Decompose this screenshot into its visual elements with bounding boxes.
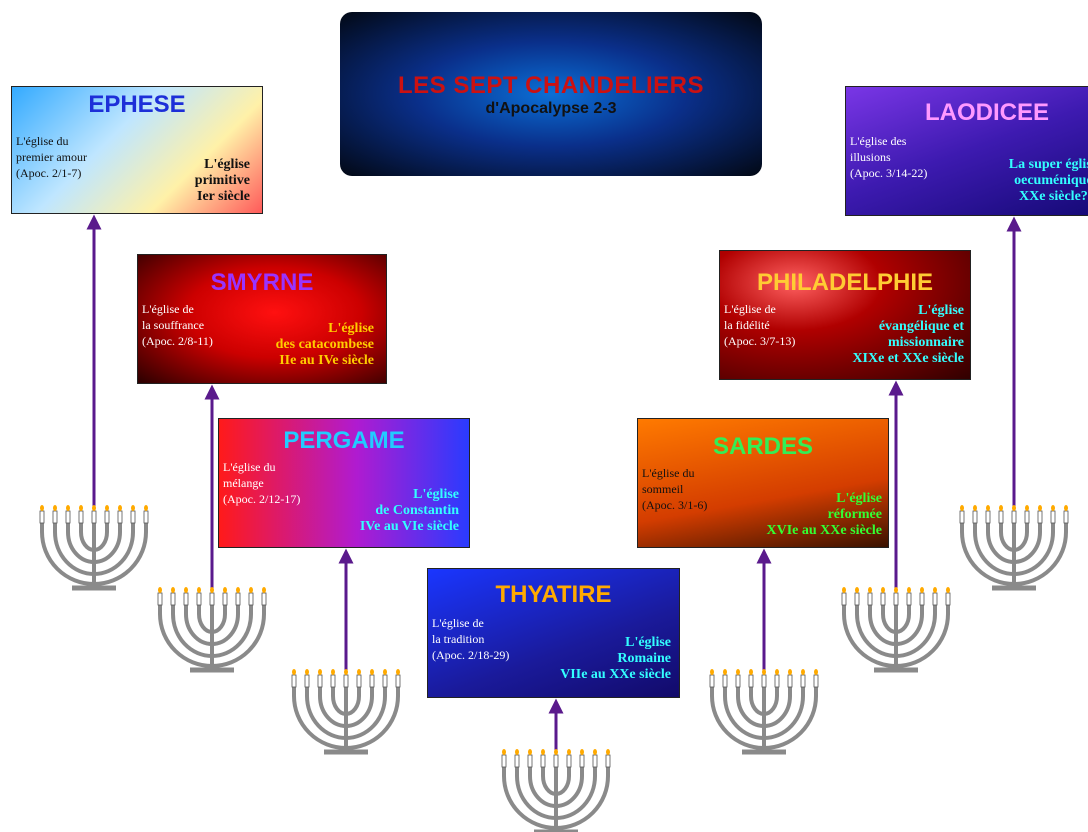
church-era: L'église évangélique et missionnaire XIX…	[852, 303, 964, 366]
title-box: LES SEPT CHANDELIERS d'Apocalypse 2-3	[340, 12, 762, 176]
church-box-sardes: SARDES L'église du sommeil (Apoc. 3/1-6)…	[637, 418, 889, 548]
diagram-subtitle: d'Apocalypse 2-3	[485, 100, 617, 117]
church-era: L'église des catacombese IIe au IVe sièc…	[275, 321, 374, 368]
church-description: L'église du sommeil (Apoc. 3/1-6)	[642, 466, 708, 512]
church-name: EPHESE	[88, 91, 186, 118]
church-era: L'église Romaine VIIe au XXe siècle	[560, 635, 671, 682]
diagram-title: LES SEPT CHANDELIERS	[397, 72, 705, 99]
menorah-icon-pergame	[292, 669, 400, 752]
church-description: L'église des illusions (Apoc. 3/14-22)	[850, 134, 928, 180]
menorah-icon-thyatire	[502, 749, 610, 832]
church-name: PHILADELPHIE	[756, 269, 933, 296]
church-era: L'église de Constantin IVe au VIe siècle	[359, 487, 459, 534]
church-era: L'église réformée XVIe au XXe siècle	[766, 491, 882, 538]
church-box-pergame: PERGAME L'église du mélange (Apoc. 2/12-…	[218, 418, 470, 548]
menorah-icon-ephese	[40, 505, 148, 588]
church-description: L'église du mélange (Apoc. 2/12-17)	[223, 460, 301, 506]
church-era: L'église primitive Ier siècle	[194, 157, 250, 204]
church-box-laodicee: LAODICEE L'église des illusions (Apoc. 3…	[845, 86, 1088, 216]
church-era: La super église oecuménique XXe siècle?	[1008, 157, 1088, 204]
church-name: SARDES	[712, 433, 814, 460]
church-box-philadelphie: PHILADELPHIE L'église de la fidélité (Ap…	[719, 250, 971, 380]
church-name: THYATIRE	[495, 581, 612, 608]
church-box-ephese: EPHESE L'église du premier amour (Apoc. …	[11, 86, 263, 214]
church-box-thyatire: THYATIRE L'église de la tradition (Apoc.…	[427, 568, 680, 698]
church-description: L'église de la fidélité (Apoc. 3/7-13)	[724, 302, 796, 348]
church-description: L'église de la souffrance (Apoc. 2/8-11)	[142, 302, 213, 348]
church-name: LAODICEE	[924, 99, 1049, 126]
church-description: L'église du premier amour (Apoc. 2/1-7)	[16, 134, 87, 180]
menorah-icon-laodicee	[960, 505, 1068, 588]
church-name: PERGAME	[283, 427, 405, 454]
menorah-icon-philadelphie	[842, 587, 950, 670]
church-box-smyrne: SMYRNE L'église de la souffrance (Apoc. …	[137, 254, 387, 384]
menorah-icon-sardes	[710, 669, 818, 752]
church-name: SMYRNE	[210, 269, 314, 296]
menorah-icon-smyrne	[158, 587, 266, 670]
church-description: L'église de la tradition (Apoc. 2/18-29)	[432, 616, 510, 662]
